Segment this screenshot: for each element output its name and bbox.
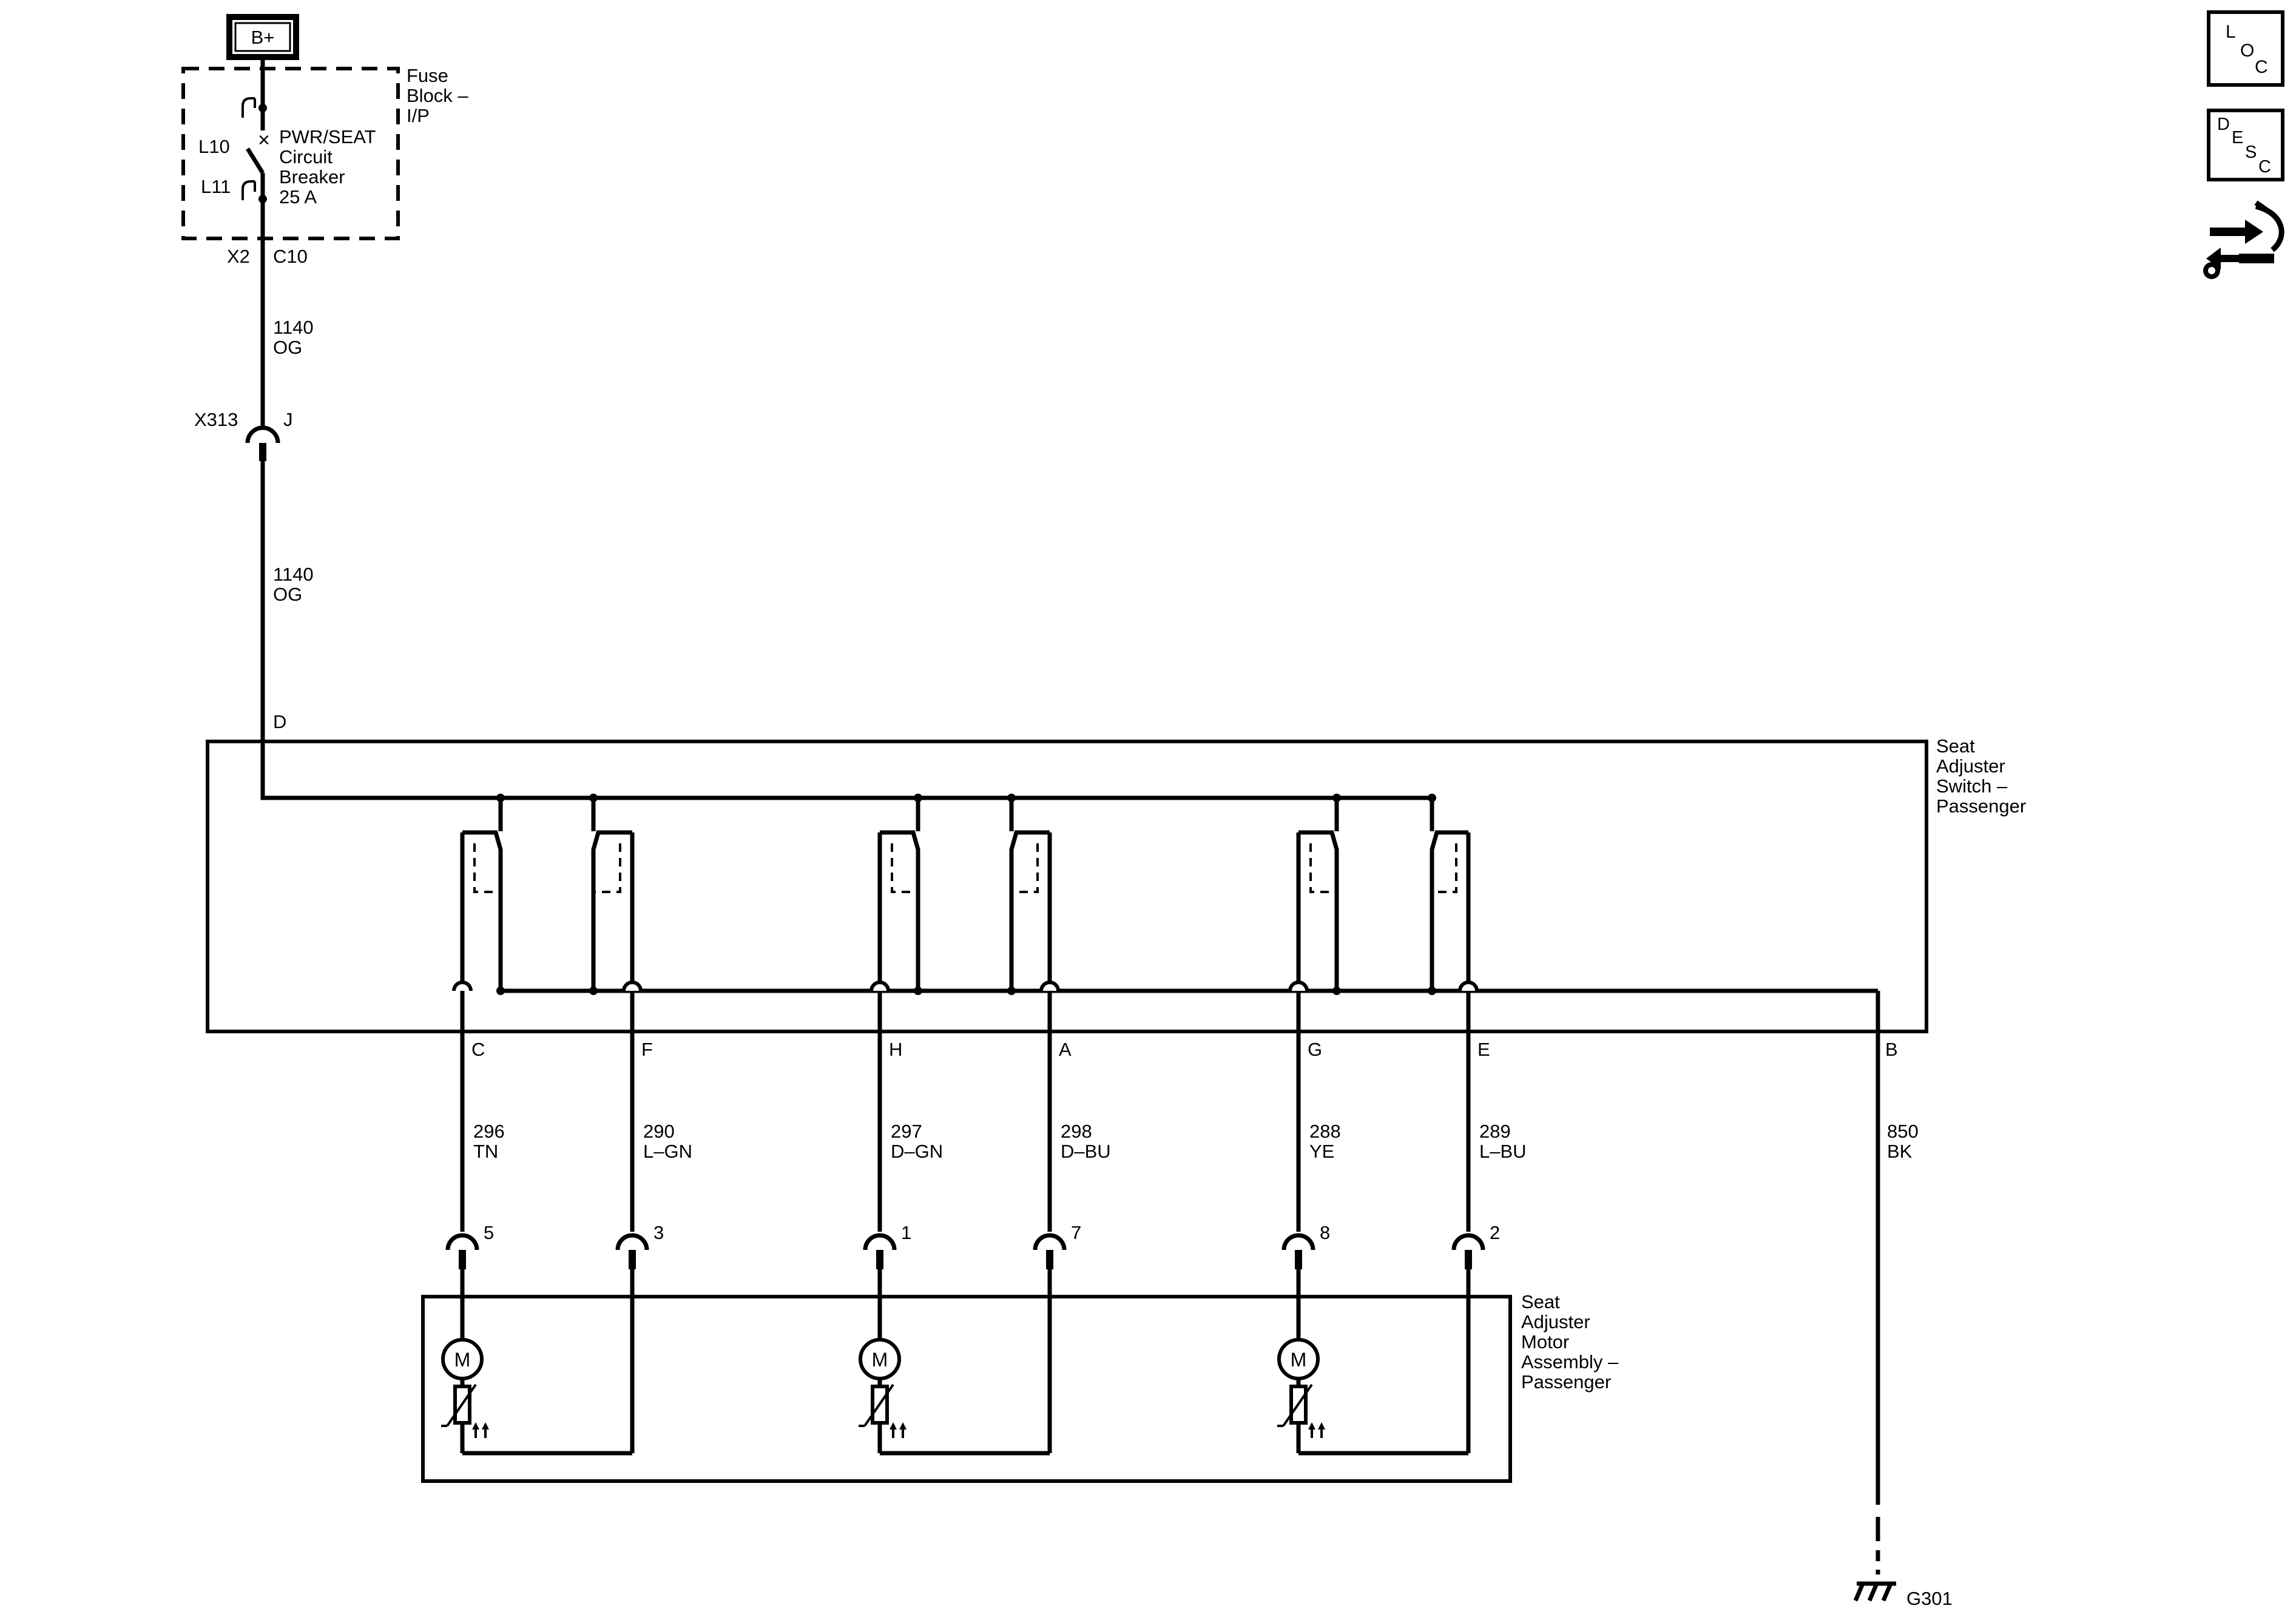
- loc-letter-1: L: [2226, 22, 2236, 42]
- wire-color: L–BU: [1479, 1141, 1527, 1162]
- motor: M: [1277, 1338, 1468, 1456]
- wire-color: D–BU: [1061, 1141, 1111, 1162]
- ground-color: BK: [1887, 1141, 1913, 1162]
- motor-assembly-title-2: Adjuster: [1521, 1311, 1590, 1332]
- wire-color: YE: [1309, 1141, 1334, 1162]
- circuit-number: 288: [1309, 1121, 1341, 1142]
- switch-title-1: Seat: [1936, 735, 1975, 757]
- switch-pin-label: E: [1477, 1039, 1490, 1060]
- circuit-number: 298: [1061, 1121, 1092, 1142]
- breaker-pin-bottom: L11: [201, 176, 231, 197]
- feed-wire-lower-color: OG: [273, 584, 302, 605]
- switch-title-3: Switch –: [1936, 775, 2008, 797]
- circuit-number: 290: [643, 1121, 675, 1142]
- ground-id: G301: [1906, 1588, 1953, 1609]
- motor-assembly-title-1: Seat: [1521, 1291, 1560, 1312]
- motor-pin-label: 5: [484, 1222, 494, 1243]
- switch-contact: [1428, 794, 1471, 1031]
- feed-wire-upper-circuit: 1140: [273, 317, 314, 338]
- wire-color: D–GN: [891, 1141, 943, 1162]
- inline-connector-cavity: J: [283, 409, 293, 430]
- loc-letter-3: C: [2255, 57, 2268, 77]
- switch-title-2: Adjuster: [1936, 755, 2005, 777]
- motor-label: M: [1291, 1349, 1307, 1371]
- motor-assembly-title-5: Passenger: [1521, 1371, 1611, 1393]
- breaker-pin-top: L10: [198, 136, 230, 157]
- inline-connector-name: X313: [194, 409, 238, 430]
- desc-letter-2: E: [2232, 128, 2243, 147]
- power-source-label: B+: [251, 27, 275, 48]
- circuit-number: 289: [1479, 1121, 1511, 1142]
- wire-color: L–GN: [643, 1141, 692, 1162]
- switch-input-pin: D: [273, 711, 286, 732]
- desc-letter-3: S: [2245, 143, 2257, 162]
- switch-contact: [1007, 794, 1052, 1031]
- breaker-label-1: PWR/SEAT: [279, 126, 376, 147]
- motor-assembly-title-3: Motor: [1521, 1331, 1569, 1352]
- motor-pin-label: 8: [1320, 1222, 1330, 1243]
- feed-wire-upper-color: OG: [273, 337, 302, 358]
- switch-contact: [589, 794, 635, 1031]
- desc-icon[interactable]: D E S C: [2207, 109, 2284, 181]
- fuse-block-title-2: Block –: [407, 85, 468, 106]
- switch-pin-label: A: [1059, 1039, 1072, 1060]
- wrench-arrows-icon[interactable]: [2203, 200, 2284, 279]
- motor-pin-label: 1: [901, 1222, 911, 1243]
- motor-assembly: Seat Adjuster Motor Assembly – Passenger…: [421, 1291, 1619, 1483]
- switch-contact: [877, 794, 922, 1031]
- breaker-label-3: Breaker: [279, 166, 345, 187]
- fuse-block: Fuse Block – I/P × L10 L11 PWR/SEAT Circ…: [181, 57, 468, 240]
- motor-label: M: [454, 1349, 471, 1371]
- desc-letter-1: D: [2217, 115, 2230, 134]
- breaker-label-2: Circuit: [279, 146, 333, 167]
- wire-color: TN: [473, 1141, 498, 1162]
- motor-pin-label: 3: [653, 1222, 664, 1243]
- fuse-block-title-3: I/P: [407, 105, 430, 126]
- motor: M: [441, 1338, 632, 1456]
- switch-pin-label: G: [1308, 1039, 1322, 1060]
- switch-title-4: Passenger: [1936, 795, 2026, 817]
- feed-wire-lower-circuit: 1140: [273, 564, 314, 585]
- circuit-number: 297: [891, 1121, 922, 1142]
- motor-assembly-title-4: Assembly –: [1521, 1351, 1619, 1372]
- seat-adjuster-switch: D Seat Adjuster Switch – Passenger: [206, 711, 2026, 1033]
- switch-contact: [460, 794, 505, 1031]
- ground-circuit: 850: [1887, 1121, 1919, 1142]
- breaker-label-4: 25 A: [279, 186, 317, 208]
- fuse-connector: X2: [227, 246, 250, 267]
- desc-letter-4: C: [2258, 157, 2271, 177]
- switch-pin-label: F: [641, 1039, 653, 1060]
- circuit-number: 296: [473, 1121, 505, 1142]
- power-source: B+: [226, 14, 299, 60]
- ground-symbol: [1853, 1581, 1896, 1602]
- switch-contact: [1296, 794, 1341, 1031]
- switch-pin-label: H: [889, 1039, 902, 1060]
- motor-pin-label: 7: [1071, 1222, 1081, 1243]
- loc-icon[interactable]: L O C: [2207, 10, 2284, 87]
- fuse-cavity: C10: [273, 246, 308, 267]
- switch-pin-label: C: [471, 1039, 485, 1060]
- motor: M: [859, 1338, 1050, 1456]
- inline-connector-x313: X313 J: [194, 409, 293, 461]
- ground-switch-pin: B: [1885, 1039, 1898, 1060]
- breaker-mark: ×: [258, 129, 270, 152]
- fuse-block-title-1: Fuse: [407, 65, 448, 86]
- switch-contacts: [460, 794, 1471, 1031]
- loc-letter-2: O: [2240, 41, 2254, 61]
- motor-pin-label: 2: [1490, 1222, 1500, 1243]
- motor-label: M: [872, 1349, 888, 1371]
